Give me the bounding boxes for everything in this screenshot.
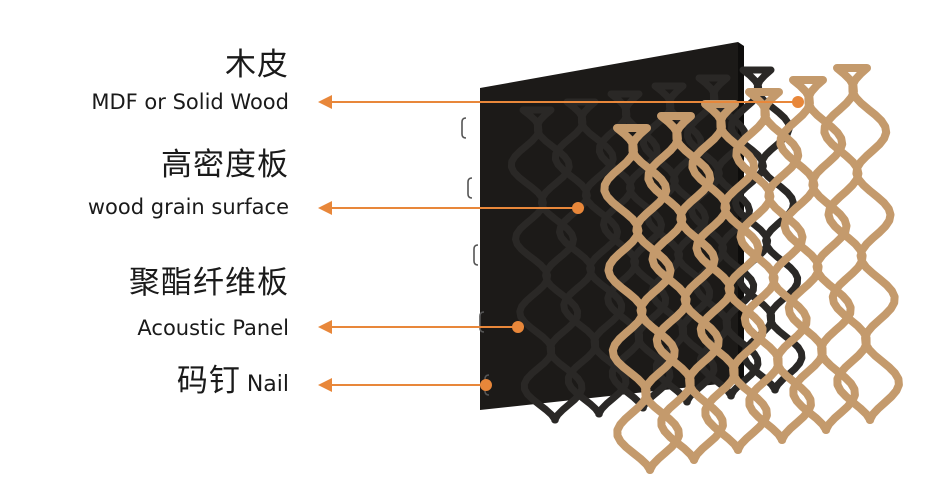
layer-1-chinese-label: 木皮 bbox=[225, 47, 289, 83]
layer-4-english-label: Nail bbox=[246, 372, 289, 397]
arrow-head-icon bbox=[318, 320, 332, 334]
arrow-head-icon bbox=[318, 201, 332, 215]
callout-arrows bbox=[318, 95, 804, 392]
wood-grille-strip bbox=[600, 124, 683, 474]
nail-icon bbox=[467, 177, 473, 199]
dark-grille-strip bbox=[507, 106, 586, 424]
layer-1-english-label: MDF or Solid Wood bbox=[91, 90, 289, 114]
arrow-dot-icon bbox=[480, 379, 492, 391]
arrow-head-icon bbox=[318, 378, 332, 392]
layer-3-chinese-label: 聚酯纤维板 bbox=[129, 265, 289, 301]
wood-grille-layer bbox=[600, 64, 903, 474]
wood-grille-strip bbox=[732, 88, 815, 444]
arrow-dot-icon bbox=[512, 321, 524, 333]
arrow-dot-icon bbox=[572, 202, 584, 214]
nail-icon bbox=[479, 311, 485, 333]
arrow-dot-icon bbox=[792, 96, 804, 108]
wood-grille-strip bbox=[644, 112, 727, 464]
layer-4-chinese-label: 码钉 bbox=[176, 363, 241, 399]
wood-grille-strip bbox=[776, 76, 859, 434]
wood-grille-strip bbox=[688, 100, 771, 454]
nail-icon bbox=[473, 244, 479, 266]
layer-3-english-label: Acoustic Panel bbox=[137, 316, 289, 340]
arrow-head-icon bbox=[318, 95, 332, 109]
wood-grille-strip bbox=[820, 64, 903, 424]
layer-2-english-label: wood grain surface bbox=[87, 195, 289, 219]
nail-icon bbox=[461, 117, 467, 139]
layer-2-chinese-label: 高密度板 bbox=[161, 147, 289, 183]
